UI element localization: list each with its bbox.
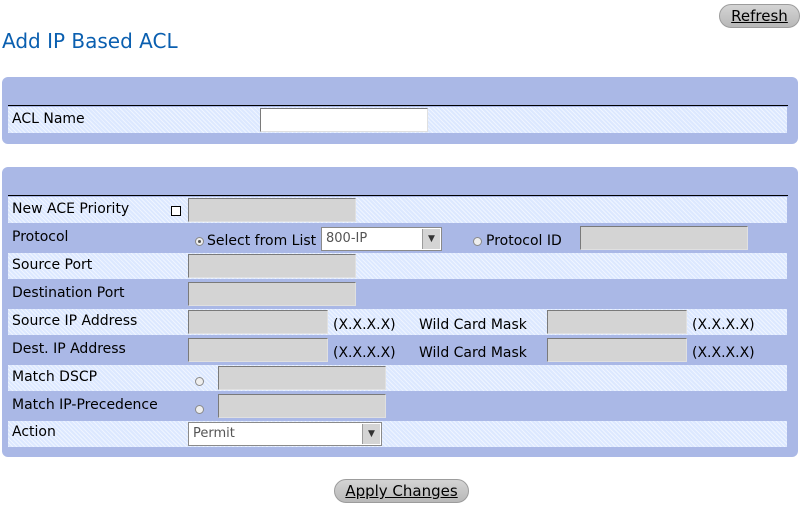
protocol-row: Protocol Select from List 800-IP ▼ Proto…: [8, 225, 787, 251]
match-ip-precedence-input[interactable]: [218, 394, 386, 418]
protocol-id-label: Protocol ID: [486, 233, 562, 249]
match-ip-precedence-row: Match IP-Precedence: [8, 393, 787, 419]
source-port-input[interactable]: [188, 254, 356, 278]
refresh-button[interactable]: Refresh: [719, 4, 800, 28]
match-dscp-label: Match DSCP: [12, 369, 98, 385]
new-ace-priority-row: New ACE Priority: [8, 197, 787, 223]
protocol-label: Protocol: [12, 229, 69, 245]
protocol-id-input[interactable]: [580, 226, 748, 250]
dest-wild-card-mask-label: Wild Card Mask: [419, 345, 527, 361]
acl-name-panel: ACL Name: [2, 77, 798, 144]
new-ace-priority-checkbox[interactable]: [171, 206, 181, 216]
dest-ip-label: Dest. IP Address: [12, 341, 126, 357]
source-wild-card-mask-label: Wild Card Mask: [419, 317, 527, 333]
action-select[interactable]: Permit ▼: [188, 422, 382, 446]
dest-wild-card-mask-input[interactable]: [547, 338, 687, 362]
source-port-row: Source Port: [8, 253, 787, 279]
new-ace-priority-input[interactable]: [188, 198, 356, 222]
source-ip-format-hint: (X.X.X.X): [333, 317, 396, 333]
acl-name-label: ACL Name: [12, 111, 85, 127]
destination-port-label: Destination Port: [12, 285, 125, 301]
protocol-select-value: 800-IP: [326, 231, 368, 246]
dest-ip-row: Dest. IP Address (X.X.X.X) Wild Card Mas…: [8, 337, 787, 363]
match-ip-precedence-radio[interactable]: [195, 405, 204, 414]
source-ip-row: Source IP Address (X.X.X.X) Wild Card Ma…: [8, 309, 787, 335]
protocol-id-radio[interactable]: [473, 237, 482, 246]
destination-port-input[interactable]: [188, 282, 356, 306]
protocol-select[interactable]: 800-IP ▼: [321, 227, 442, 251]
source-port-label: Source Port: [12, 257, 93, 273]
panel-header-divider: [8, 195, 788, 196]
chevron-down-icon: ▼: [362, 424, 380, 444]
acl-name-input[interactable]: [260, 108, 428, 132]
source-ip-input[interactable]: [188, 310, 328, 334]
page-title: Add IP Based ACL: [2, 29, 178, 53]
destination-port-row: Destination Port: [8, 281, 787, 307]
panel-header-divider: [8, 105, 788, 106]
dest-mask-format-hint: (X.X.X.X): [692, 345, 755, 361]
source-ip-label: Source IP Address: [12, 313, 138, 329]
match-ip-precedence-label: Match IP-Precedence: [12, 397, 158, 413]
select-from-list-label: Select from List: [207, 233, 317, 249]
chevron-down-icon: ▼: [422, 229, 440, 249]
acl-name-row: ACL Name: [8, 107, 787, 133]
action-label: Action: [12, 424, 56, 440]
match-dscp-row: Match DSCP: [8, 365, 787, 391]
match-dscp-input[interactable]: [218, 366, 386, 390]
dest-ip-format-hint: (X.X.X.X): [333, 345, 396, 361]
apply-changes-button[interactable]: Apply Changes: [334, 479, 469, 503]
new-ace-priority-label: New ACE Priority: [12, 201, 130, 217]
dest-ip-input[interactable]: [188, 338, 328, 362]
action-select-value: Permit: [193, 426, 235, 441]
select-from-list-radio[interactable]: [195, 237, 204, 246]
match-dscp-radio[interactable]: [195, 377, 204, 386]
source-wild-card-mask-input[interactable]: [547, 310, 687, 334]
ace-panel: New ACE Priority Protocol Select from Li…: [2, 167, 798, 457]
action-row: Action Permit ▼: [8, 421, 787, 447]
source-mask-format-hint: (X.X.X.X): [692, 317, 755, 333]
